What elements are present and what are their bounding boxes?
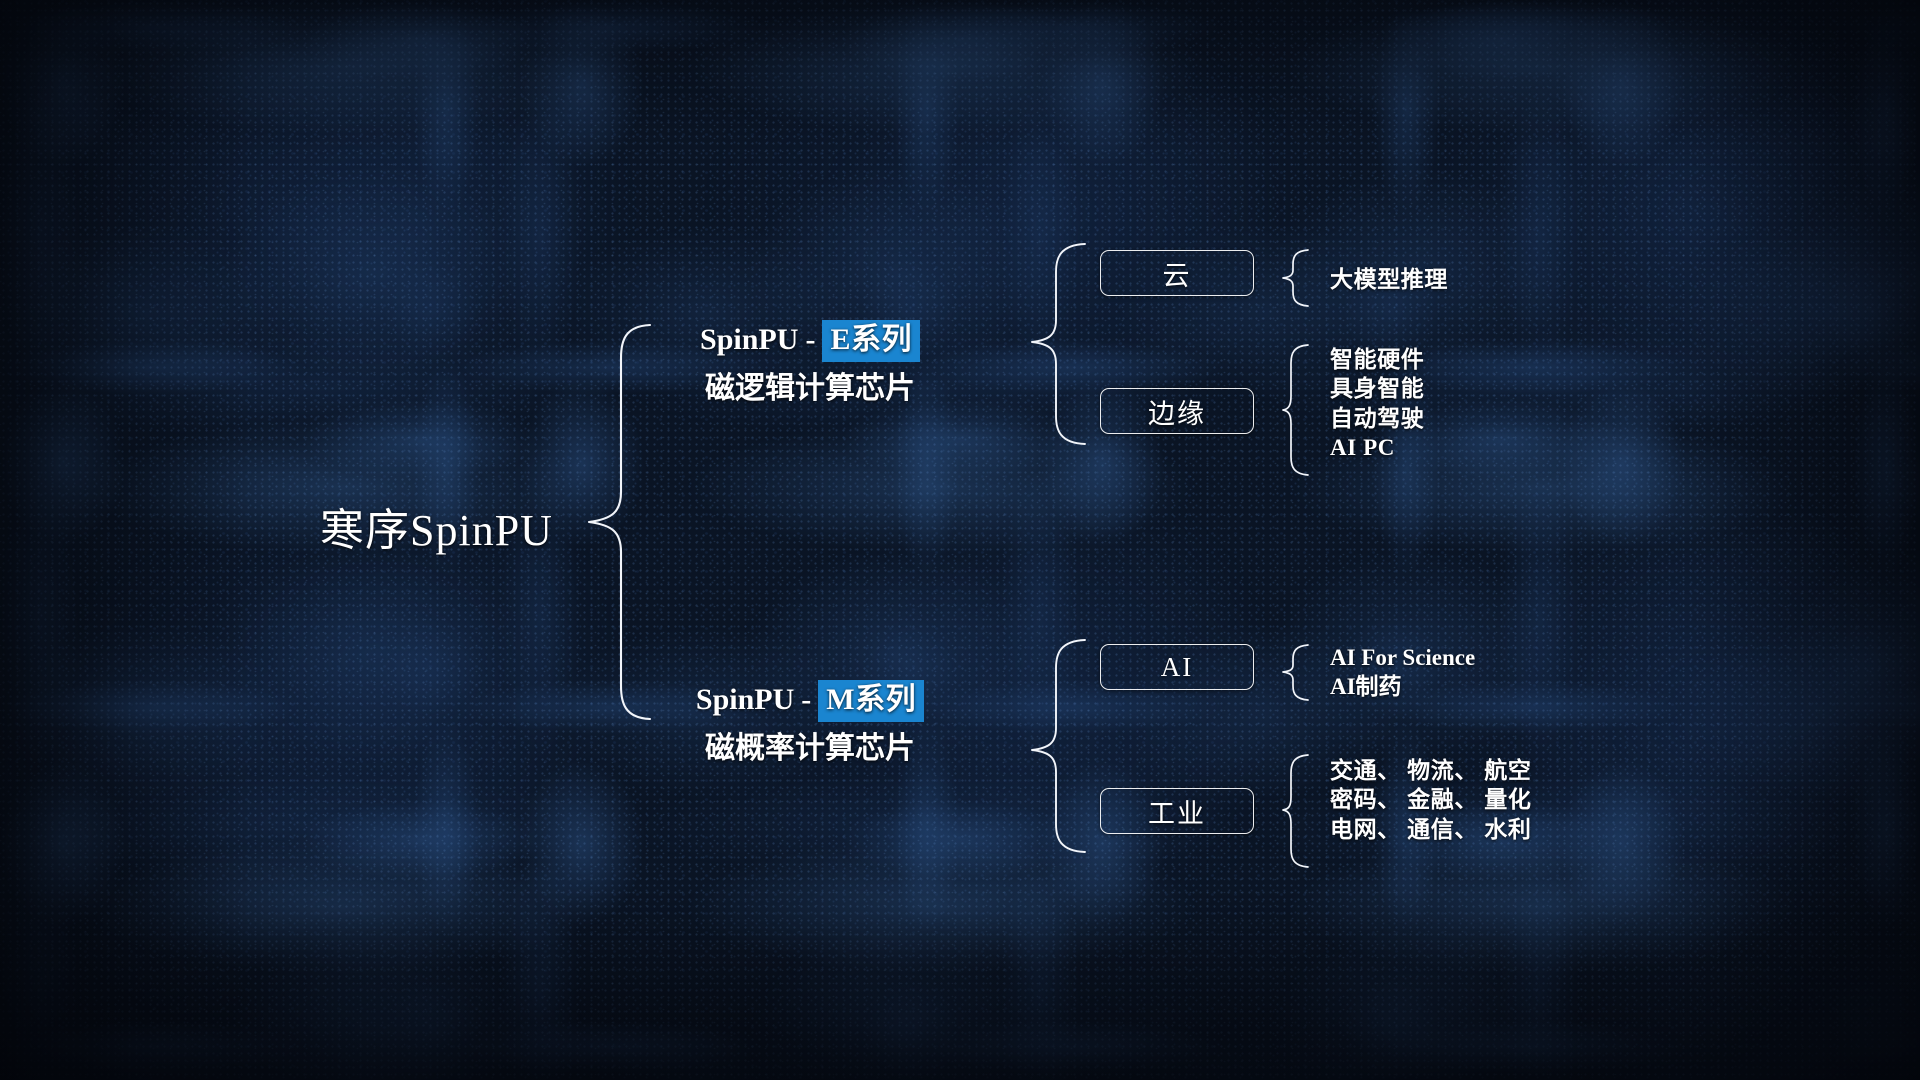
category-box-edge[interactable]: 边缘 [1100,388,1254,434]
branch-m-series: SpinPU-M系列 磁概率计算芯片 [640,680,980,768]
category-box-ai[interactable]: AI [1100,644,1254,690]
m-series-tag: M系列 [818,680,925,722]
leaf-list-ai: AI For Science AI制药 [1330,643,1475,702]
m-series-prefix: SpinPU [695,683,795,716]
m-series-subtitle: 磁概率计算芯片 [705,731,915,765]
leaf-item: 大模型推理 [1330,267,1448,292]
brace-ai [1282,644,1309,701]
leaf-item: AI For Science [1330,645,1476,670]
brace-cloud [1282,249,1309,307]
category-label-edge: 边缘 [1148,398,1206,429]
category-label-industry: 工业 [1148,798,1206,829]
leaf-item: 智能硬件 [1330,347,1425,372]
category-label-ai: AI [1160,651,1194,682]
e-series-separator: - [805,323,816,356]
leaf-item: 交通、 物流、 航空 [1330,758,1532,783]
leaf-list-edge: 智能硬件 具身智能 自动驾驶 AI PC [1330,345,1424,463]
leaf-item: 自动驾驶 [1330,405,1425,431]
leaf-item: 电网、 通信、 水利 [1330,816,1532,842]
e-series-tag: E系列 [822,320,920,362]
e-series-subtitle: 磁逻辑计算芯片 [705,371,915,405]
leaf-item: AI PC [1330,435,1395,461]
e-series-prefix: SpinPU [700,323,799,356]
m-series-separator: - [801,683,812,716]
leaf-item: 密码、 金融、 量化 [1330,787,1532,813]
brace-industry [1282,754,1309,868]
m-series-title: SpinPU-M系列 [640,680,980,722]
category-label-cloud: 云 [1162,260,1192,291]
leaf-list-cloud: 大模型推理 [1330,265,1448,294]
brace-edge [1282,344,1309,476]
category-box-cloud[interactable]: 云 [1100,250,1254,296]
root-node-label: 寒序SpinPU [320,506,553,555]
category-box-industry[interactable]: 工业 [1100,788,1254,834]
brace-m-series [1031,639,1086,853]
e-series-title: SpinPU-E系列 [640,320,980,362]
leaf-item: 具身智能 [1330,376,1425,402]
leaf-list-industry: 交通、 物流、 航空 密码、 金融、 量化 电网、 通信、 水利 [1330,756,1532,844]
brace-e-series [1031,243,1086,445]
branch-e-series: SpinPU-E系列 磁逻辑计算芯片 [640,320,980,408]
leaf-item: AI制药 [1330,674,1402,700]
